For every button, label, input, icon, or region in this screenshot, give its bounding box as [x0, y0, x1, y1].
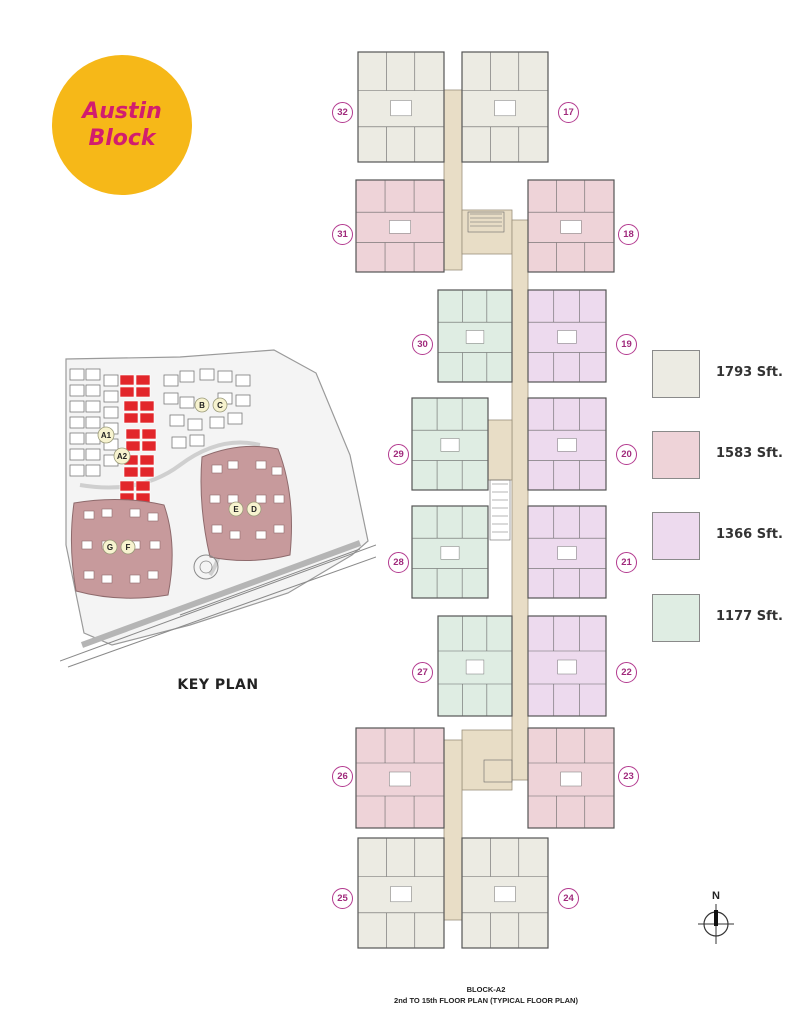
floor-plan — [355, 51, 615, 949]
apartment-unit-27 — [437, 615, 513, 717]
key-plan-label-rings — [97, 397, 262, 555]
unit-number-23: 23 — [618, 766, 639, 787]
apartment-unit-24 — [461, 837, 549, 949]
north-arrow-icon: N — [698, 890, 734, 944]
block-label-c: C — [217, 401, 223, 410]
unit-number-21: 21 — [616, 552, 637, 573]
unit-number-30: 30 — [412, 334, 433, 355]
building-block-bc — [163, 368, 251, 449]
unit-number-18: 18 — [618, 224, 639, 245]
legend-item-1177: 1177 Sft. — [652, 594, 792, 646]
floor-plan-caption: BLOCK-A2 2nd TO 15th FLOOR PLAN (TYPICAL… — [330, 984, 642, 1006]
unit-number-25: 25 — [332, 888, 353, 909]
apartment-units — [355, 51, 615, 949]
badge-line-1: Austin — [82, 99, 162, 124]
apartment-unit-19 — [527, 289, 607, 383]
caption-block-name: BLOCK-A2 — [466, 985, 506, 994]
apartment-unit-30 — [437, 289, 513, 383]
unit-number-27: 27 — [412, 662, 433, 683]
apartment-unit-17 — [461, 51, 549, 163]
apartment-unit-32 — [357, 51, 445, 163]
unit-number-28: 28 — [388, 552, 409, 573]
compass-label: N — [712, 890, 720, 902]
block-label-a1: A1 — [101, 431, 112, 440]
unit-number-29: 29 — [388, 444, 409, 465]
legend-swatch — [652, 431, 700, 479]
legend-swatch — [652, 512, 700, 560]
apartment-unit-23 — [527, 727, 615, 829]
apartment-unit-18 — [527, 179, 615, 273]
block-label-d: D — [251, 505, 257, 514]
block-label-e: E — [233, 505, 239, 514]
unit-number-32: 32 — [332, 102, 353, 123]
block-label-f: F — [126, 543, 131, 552]
unit-number-24: 24 — [558, 888, 579, 909]
unit-number-22: 22 — [616, 662, 637, 683]
legend-item-1366: 1366 Sft. — [652, 512, 792, 564]
block-label-g: G — [107, 543, 113, 552]
legend-item-1583: 1583 Sft. — [652, 431, 792, 483]
apartment-unit-28 — [411, 505, 489, 599]
unit-number-17: 17 — [558, 102, 579, 123]
caption-title: 2nd TO 15th FLOOR PLAN (TYPICAL FLOOR PL… — [394, 996, 578, 1005]
unit-number-26: 26 — [332, 766, 353, 787]
corridor — [443, 89, 529, 921]
apartment-unit-21 — [527, 505, 607, 599]
legend-item-1793: 1793 Sft. — [652, 350, 792, 402]
apartment-unit-22 — [527, 615, 607, 717]
apartment-unit-26 — [355, 727, 445, 829]
unit-number-19: 19 — [616, 334, 637, 355]
block-badge: Austin Block — [52, 55, 192, 195]
unit-number-31: 31 — [332, 224, 353, 245]
apartment-unit-31 — [355, 179, 445, 273]
stair-cores — [467, 211, 513, 783]
legend-swatch — [652, 594, 700, 642]
key-plan-map: A1 A2 B C E D G F — [60, 349, 376, 668]
key-plan-title: KEY PLAN — [177, 677, 259, 693]
legend-label: 1583 Sft. — [716, 446, 783, 461]
legend-label: 1793 Sft. — [716, 365, 783, 380]
apartment-unit-25 — [357, 837, 445, 949]
unit-number-20: 20 — [616, 444, 637, 465]
roundabout — [193, 554, 219, 580]
block-label-a2: A2 — [117, 452, 128, 461]
building-block-ed — [200, 445, 292, 562]
legend-label: 1366 Sft. — [716, 527, 783, 542]
apartment-unit-29 — [411, 397, 489, 491]
block-label-b: B — [199, 401, 205, 410]
legend-swatch — [652, 350, 700, 398]
building-block-a2-highlighted — [119, 374, 157, 504]
key-plan-labels: A1 A2 B C E D G F — [101, 401, 257, 552]
legend-label: 1177 Sft. — [716, 609, 783, 624]
badge-line-2: Block — [88, 126, 156, 151]
apartment-unit-20 — [527, 397, 607, 491]
